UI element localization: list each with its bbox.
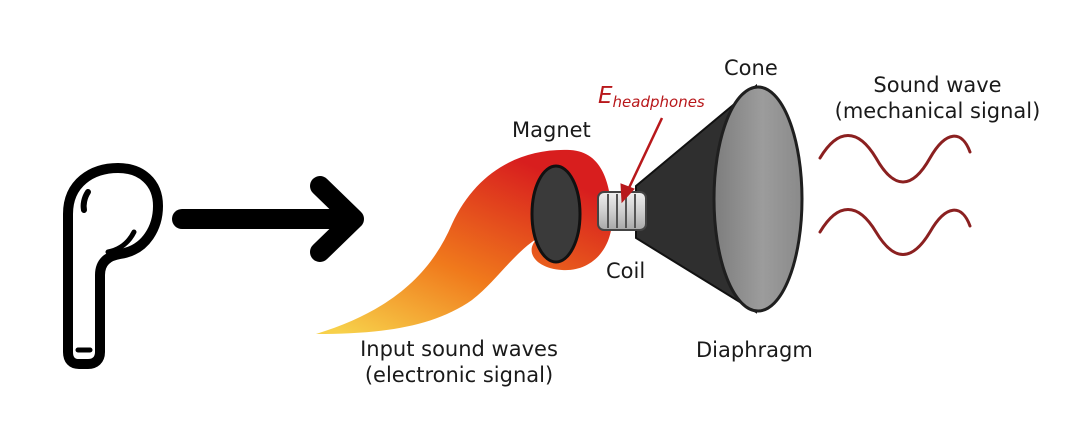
output-sound-waves bbox=[818, 134, 972, 256]
input-label-line2: (electronic signal) bbox=[364, 363, 554, 388]
sound-wave-upper bbox=[818, 134, 972, 184]
sound-wave-label: Sound wave (mechanical signal) bbox=[815, 72, 1060, 125]
sound-wave-lower bbox=[818, 208, 972, 256]
e-headphones-label: Eheadphones bbox=[598, 82, 705, 111]
magnet-label: Magnet bbox=[512, 118, 591, 142]
sound-label-line2: (mechanical signal) bbox=[834, 99, 1041, 124]
e-subscript: headphones bbox=[612, 93, 705, 111]
diaphragm-label: Diaphragm bbox=[696, 338, 813, 362]
sound-label-line1: Sound wave bbox=[873, 73, 1002, 97]
input-sound-waves-label: Input sound waves (electronic signal) bbox=[334, 336, 584, 389]
coil-label: Coil bbox=[606, 259, 646, 283]
input-label-line1: Input sound waves bbox=[360, 337, 558, 361]
cone-label: Cone bbox=[724, 56, 778, 80]
magnet bbox=[530, 164, 582, 264]
e-symbol: E bbox=[598, 83, 613, 109]
earbud-icon bbox=[63, 163, 163, 369]
e-headphones-pointer bbox=[620, 117, 664, 204]
arrow-right-icon bbox=[172, 176, 364, 262]
diaphragm bbox=[712, 85, 804, 313]
